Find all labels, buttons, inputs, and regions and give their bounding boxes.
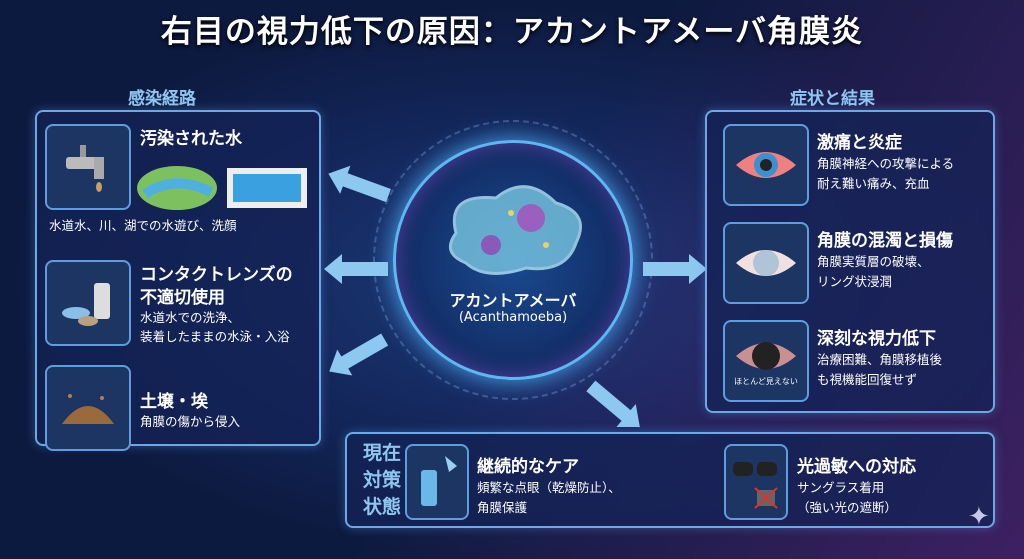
infection-title-1: 汚染された水 — [140, 129, 242, 149]
amoeba-name: アカントアメーバ — [449, 291, 577, 310]
symptoms-heading: 症状と結果 — [790, 89, 875, 109]
red-eye-icon — [723, 124, 809, 206]
infection-desc-3: 角膜の傷から侵入 — [140, 414, 241, 429]
care-label-line: 対策 — [362, 469, 401, 491]
care-label: 現在 対策 状態 — [360, 440, 404, 521]
symptom-title-1: 激痛と炎症 — [817, 133, 902, 153]
care-desc-2b: （強い光の遮断） — [797, 500, 898, 515]
sparkle-icon: ✦ — [968, 502, 990, 532]
eye-icon-label: ほとんど見えない — [734, 376, 798, 386]
infection-desc-2: 水道水での洗浄、 — [140, 310, 241, 325]
dark-eye-icon: ほとんど見えない — [723, 320, 809, 402]
symptom-desc-1: 角膜神経への攻撃による — [817, 156, 955, 171]
care-title-2: 光過敏への対応 — [797, 457, 916, 477]
amoeba-latin: (Acanthamoeba) — [458, 310, 568, 325]
infection-panel: 汚染された水 水道水、川、湖での水遊び、洗顔 コンタクトレンズの 不適切使用 水… — [35, 110, 321, 451]
care-desc-1b: 角膜保護 — [477, 500, 528, 515]
eye-drops-icon — [405, 444, 469, 520]
faucet-icon — [45, 124, 131, 210]
infection-title-2b: 不適切使用 — [140, 288, 225, 308]
page-title: 右目の視力低下の原因：アカントアメーバ角膜炎 — [160, 14, 864, 50]
symptoms-panel: 激痛と炎症 角膜神経への攻撃による 耐え難い痛み、充血 角膜の混濁と損傷 角膜実… — [705, 110, 995, 413]
river-pool-icon — [137, 166, 307, 210]
care-label-line: 現在 — [362, 442, 401, 464]
symptom-desc-3: 治療困難、角膜移植後 — [817, 352, 943, 367]
infection-title-3: 土壌・埃 — [140, 392, 208, 412]
arrow-left-icon — [338, 262, 388, 276]
symptom-desc-2: 角膜実質層の破壊、 — [817, 254, 930, 269]
decorative-ring — [373, 120, 653, 400]
contact-lens-icon — [45, 260, 131, 346]
symptom-desc-3b: も視機能回復せず — [817, 372, 918, 387]
soil-icon — [45, 365, 131, 451]
infection-desc-1: 水道水、川、湖での水遊び、洗顔 — [49, 218, 237, 233]
symptom-title-3: 深刻な視力低下 — [817, 329, 936, 349]
infection-heading: 感染経路 — [128, 89, 196, 109]
symptom-desc-2b: リング状浸潤 — [817, 274, 893, 289]
care-label-line: 状態 — [362, 496, 401, 518]
arrow-right-icon — [643, 254, 707, 284]
symptom-title-2: 角膜の混濁と損傷 — [817, 231, 953, 251]
amoeba-circle: アカントアメーバ (Acanthamoeba) — [393, 140, 633, 380]
care-desc-2: サングラス着用 — [797, 480, 885, 495]
care-title-1: 継続的なケア — [477, 457, 579, 477]
amoeba-icon — [448, 185, 582, 275]
care-desc-1: 頻繁な点眼（乾燥防止）、 — [477, 480, 621, 495]
infection-title-2: コンタクトレンズの — [140, 265, 293, 285]
cloudy-eye-icon — [723, 222, 809, 304]
symptom-desc-1b: 耐え難い痛み、充血 — [817, 176, 930, 191]
infection-desc-2b: 装着したままの水泳・入浴 — [140, 329, 290, 344]
sunglasses-icon — [724, 444, 788, 520]
